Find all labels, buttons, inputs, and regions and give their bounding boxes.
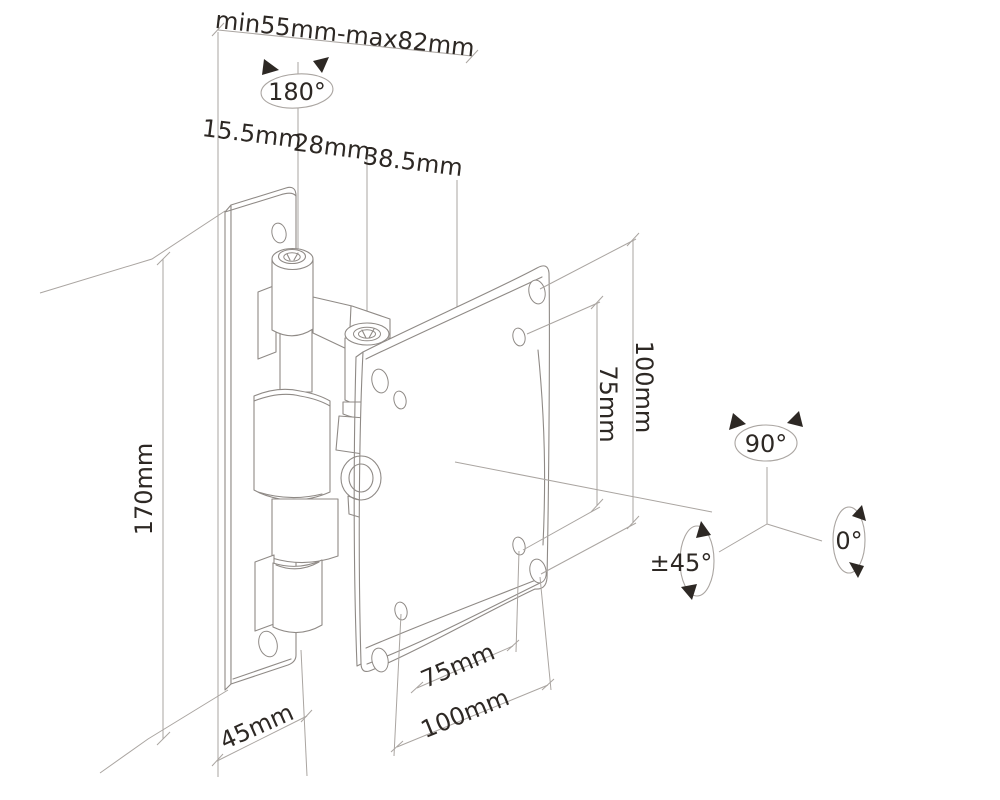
ball-joint (340, 455, 382, 501)
label-vesa-horizontal-75: 75mm (417, 638, 499, 694)
wall-plate-slot (258, 630, 278, 658)
rotation-arrow-right-icon (313, 57, 329, 73)
vesa-dimensions (390, 232, 713, 757)
label-offset-pivot-to-plate: 38.5mm (362, 142, 465, 182)
label-vesa-vertical-75: 75mm (594, 365, 622, 442)
rotation-ellipse-0 (832, 506, 866, 574)
vesa100-hole (528, 279, 546, 305)
vesa75-hole (393, 390, 407, 410)
label-plate-height: 170mm (130, 443, 158, 536)
rotation-ellipse-90 (734, 424, 798, 462)
vesa100-hole (371, 647, 389, 673)
label-vesa-horizontal-100: 100mm (417, 683, 513, 744)
label-swivel-angle: 180° (268, 78, 326, 106)
rotation-axes-indicator (679, 411, 866, 600)
middle-clamp (253, 388, 331, 501)
rotation-arrow-icon (696, 521, 711, 538)
rotation-arrow-left-icon (262, 59, 279, 75)
label-rotation-side: ±45° (650, 549, 713, 577)
rotation-ellipse-45 (679, 525, 715, 597)
hinge-assembly (253, 247, 391, 634)
label-offset-hinge-to-pivot: 28mm (292, 128, 372, 165)
vesa75-hole (512, 327, 526, 347)
wall-plate-hole (271, 222, 287, 244)
vesa-plate (340, 265, 550, 673)
rotation-arrow-icon (849, 562, 864, 578)
vesa75-hole (394, 601, 408, 621)
rotation-arrow-icon (729, 413, 746, 430)
label-rotation-up: 90° (745, 430, 788, 458)
label-offset-wall-to-hinge: 15.5mm (201, 114, 304, 154)
label-depth: 45mm (216, 698, 298, 755)
projection-lines (39, 22, 479, 777)
label-arm-range: min55mm-max82mm (214, 6, 476, 62)
label-rotation-zero: 0° (835, 527, 862, 555)
label-vesa-vertical-100: 100mm (630, 341, 658, 434)
swivel-indicator-180 (260, 57, 334, 109)
vesa100-hole (371, 368, 389, 394)
rotation-arrow-icon (787, 411, 803, 427)
rotation-arrow-icon (852, 505, 866, 521)
bottom-knuckle (272, 559, 323, 634)
rotation-arrow-icon (681, 584, 697, 600)
top-knuckle (271, 258, 314, 337)
vesa75-hole (512, 536, 526, 556)
